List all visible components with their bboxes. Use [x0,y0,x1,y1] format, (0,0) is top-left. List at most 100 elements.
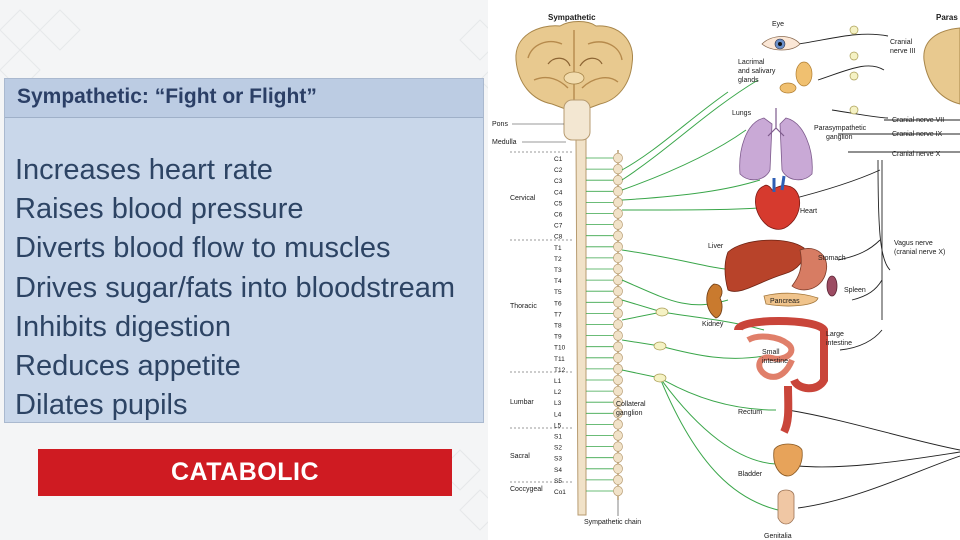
salivary-glands-illustration [779,61,813,94]
chain-ganglion [613,197,623,208]
chain-ganglion [613,252,623,264]
segment-label: L2 [554,389,562,396]
sympathetic-chain-label: Sympathetic chain [584,519,641,526]
chain-ganglion [613,241,623,252]
segment-label: C8 [554,234,563,241]
spleen-label: Spleen [844,287,866,294]
segment-label: S1 [554,434,562,441]
chain-ganglion [613,485,623,497]
chain-ganglion [613,374,623,386]
parasympathetic-fibers [787,33,960,509]
catabolic-banner: CATABOLIC [38,449,452,496]
brainstem [563,99,591,141]
region-cervical: Cervical [510,195,536,202]
chain-ganglion [613,397,623,408]
list-item: Increases heart rate [15,154,273,186]
sympathetic-fibers [621,79,779,511]
lungs-label: Lungs [732,110,752,117]
segment-label: C7 [554,223,563,230]
chain-ganglion [613,186,623,197]
para-ganglion-label-1: Parasympathetic [814,125,867,132]
medulla-label: Medulla [492,139,517,146]
mesenteric-ganglion [653,341,667,351]
segment-label: S3 [554,456,562,463]
sympathetic-chain [586,150,623,500]
list-item: Inhibits digestion [15,310,232,343]
chain-ganglion [613,385,623,397]
nervous-system-figure: Sympathetic Paras Pons Medulla Cervical … [488,0,960,540]
pons-label: Pons [492,121,508,128]
chain-ganglion [613,452,623,463]
segment-label: L5 [554,422,562,429]
cranial-x-label: Cranial nerve X [892,151,941,158]
chain-ganglion [613,463,623,474]
list-item: Raises blood pressure [15,193,304,226]
intestines-illustration [734,317,828,434]
segment-label: C5 [554,200,563,207]
genitalia-illustration [777,489,795,525]
collateral-label-2: ganglion [616,410,643,417]
collateral-ganglion [653,373,667,383]
list-item: Dilates pupils [15,389,188,422]
chain-ganglion [613,308,623,319]
segment-label: S5 [554,478,562,485]
segment-label: T10 [554,345,566,352]
liver-illustration [724,239,805,292]
chain-ganglion [613,474,623,486]
chain-ganglion [613,363,623,375]
segment-label: L4 [554,411,562,418]
segment-label: C2 [554,167,563,174]
chain-ganglion [613,219,623,230]
stomach-illustration [791,248,828,291]
segment-label: S2 [554,445,562,452]
segment-label: T5 [554,289,562,296]
segment-label: Co1 [554,489,566,496]
parasympathetic-brain [923,27,960,105]
segment-label: T3 [554,267,562,274]
kidney-illustration [706,283,723,319]
effects-list: Increases heart rate Raises blood pressu… [15,151,455,425]
chain-ganglion [613,352,623,363]
lacrimal-label-1: Lacrimal [738,59,765,66]
segment-label: T4 [554,278,562,285]
heart-label: Heart [800,208,817,215]
vagus-label-1: Vagus nerve [894,240,933,247]
eye-illustration [761,36,801,51]
chain-ganglion [613,286,623,297]
segment-label: C1 [554,156,563,163]
list-item: Reduces appetite [15,350,241,383]
chain-ganglion [613,408,623,419]
chain-ganglion [613,263,623,275]
cranial-iii-label-2: nerve III [890,48,915,55]
region-sacral: Sacral [510,453,530,460]
chain-ganglion [613,297,623,308]
brain-illustration [515,21,634,111]
small-intestine-label-2: intestine [762,358,788,365]
lacrimal-label-3: glands [738,77,759,84]
liver-label: Liver [708,243,724,250]
celiac-ganglion [655,307,669,317]
stomach-label: Stomach [818,255,846,262]
segment-label: T6 [554,300,562,307]
collateral-label-1: Collateral [616,401,646,408]
kidney-label: Kidney [702,321,724,328]
chain-ganglion [613,175,623,186]
region-coccygeal: Coccygeal [510,486,543,493]
list-item: Drives sugar/fats into bloodstream [15,271,456,304]
chain-ganglion [613,419,623,430]
chain-ganglion [613,163,623,175]
genitalia-label: Genitalia [764,533,792,540]
bladder-label: Bladder [738,471,763,478]
segment-label: C3 [554,178,563,185]
segment-label: T12 [554,367,566,374]
bladder-illustration [773,443,803,477]
segment-label: T8 [554,323,562,330]
vagus-label-2: (cranial nerve X) [894,249,945,256]
segment-label: T2 [554,256,562,263]
para-ganglion-label-2: ganglion [826,134,853,141]
segment-label: C6 [554,212,563,219]
cranial-vii-label: Cranial nerve VII [892,117,944,124]
segment-labels: C1C2C3C4C5C6C7C8T1T2T3T4T5T6T7T8T9T10T11… [554,156,566,496]
panel-title: Sympathetic: “Fight or Flight” [17,85,317,108]
spleen-illustration [826,275,838,297]
